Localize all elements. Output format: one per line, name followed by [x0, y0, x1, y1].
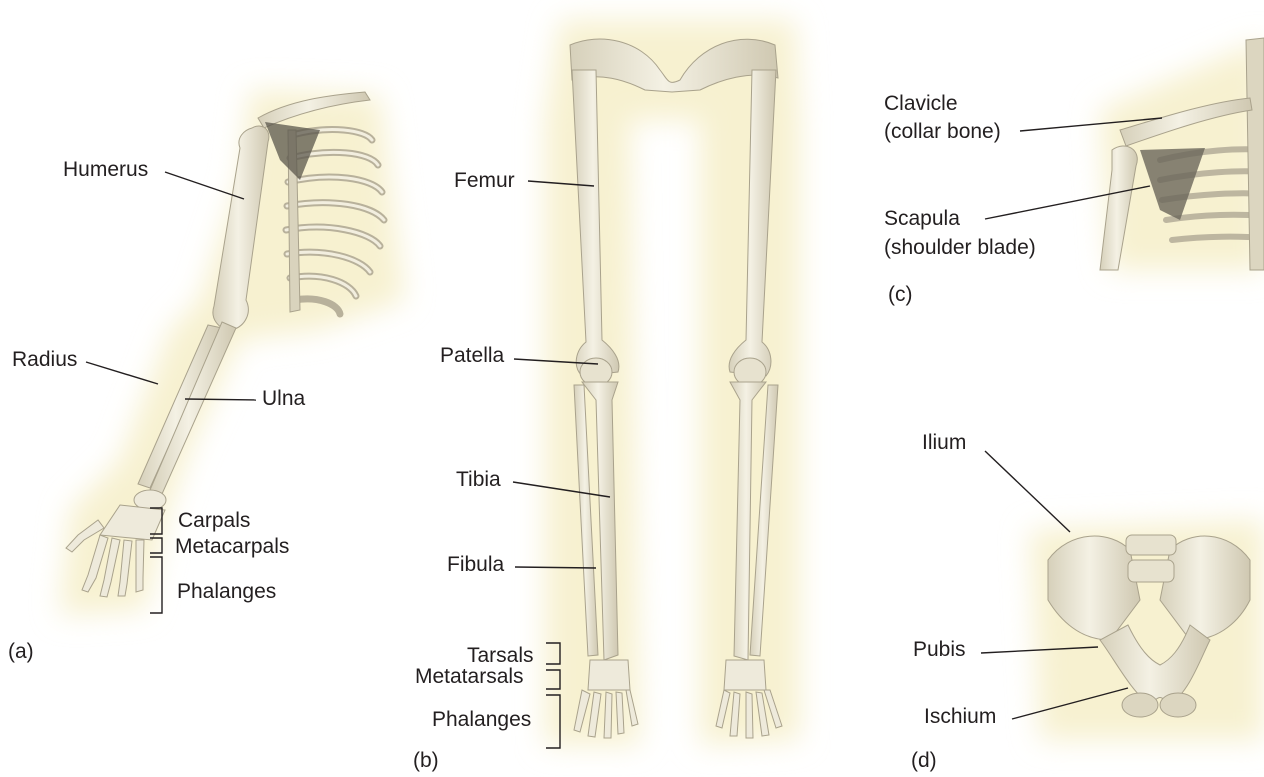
label-phalanges-hand: Phalanges: [177, 580, 276, 604]
sacrum-vertebra-1: [1126, 535, 1176, 555]
humerus-leader: [165, 172, 244, 199]
label-ulna: Ulna: [262, 387, 305, 411]
ulna-leader: [185, 399, 256, 400]
ischium-bone-right: [1160, 693, 1196, 717]
label-ischium: Ischium: [924, 705, 996, 729]
ischium-bone: [1122, 693, 1158, 717]
label-humerus: Humerus: [63, 158, 148, 182]
panel-c-tag: (c): [888, 283, 913, 307]
label-metatarsals: Metatarsals: [415, 665, 524, 689]
label-scapula: Scapula: [884, 207, 960, 231]
panel-b-legs: [545, 20, 800, 745]
label-tibia: Tibia: [456, 468, 501, 492]
panel-c-shoulder: [1100, 38, 1264, 270]
panel-d-pelvis: [1030, 520, 1264, 740]
label-patella: Patella: [440, 344, 504, 368]
fibula-leader: [515, 567, 596, 568]
label-fibula: Fibula: [447, 553, 504, 577]
ilium-leader: [985, 451, 1070, 532]
feet-bones: [574, 660, 782, 738]
label-ilium: Ilium: [922, 431, 966, 455]
panel-a-tag: (a): [8, 640, 34, 664]
label-radius: Radius: [12, 348, 77, 372]
label-metacarpals: Metacarpals: [175, 535, 289, 559]
label-pubis: Pubis: [913, 638, 966, 662]
sacrum-vertebra-2: [1128, 560, 1174, 582]
radius-leader: [86, 362, 158, 384]
label-carpals: Carpals: [178, 509, 250, 533]
label-femur: Femur: [454, 169, 515, 193]
label-scapula-common: (shoulder blade): [884, 236, 1036, 260]
label-clavicle-common: (collar bone): [884, 120, 1001, 144]
panel-b-tag: (b): [413, 749, 439, 773]
label-clavicle: Clavicle: [884, 92, 958, 116]
label-phalanges-foot: Phalanges: [432, 708, 531, 732]
panel-d-tag: (d): [911, 749, 937, 773]
